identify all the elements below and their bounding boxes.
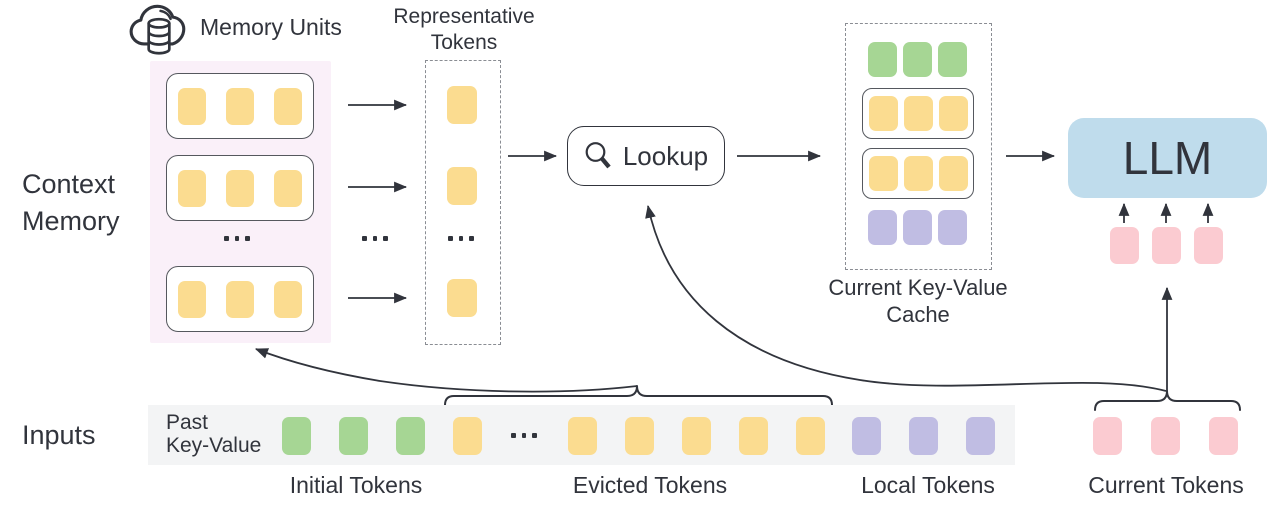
local-token (909, 417, 938, 455)
current-tokens-label: Current Tokens (1088, 472, 1244, 498)
cache-initial-token (903, 42, 932, 77)
ellipsis-dots-icon (511, 433, 537, 438)
current-token (1151, 417, 1180, 455)
cache-initial-token (868, 42, 897, 77)
ellipsis-dots-icon (362, 236, 388, 241)
memory-unit-token (226, 280, 254, 318)
memory-unit-token (274, 169, 302, 207)
evicted-token (625, 417, 654, 455)
initial-tokens-label: Initial Tokens (289, 472, 423, 498)
cache-row-retrieved-unit (862, 88, 974, 139)
memory-unit-token (274, 280, 302, 318)
current-kv-cache-label-line2: Cache (886, 302, 950, 327)
representative-tokens-label-line1: Representative (393, 5, 535, 28)
evicted-token (682, 417, 711, 455)
representative-tokens-box (425, 60, 501, 345)
memory-unit-token (178, 280, 206, 318)
cache-local-token (938, 210, 967, 245)
initial-token (282, 417, 311, 455)
evicted-tokens-group-right (568, 417, 825, 455)
initial-token (396, 417, 425, 455)
evicted-token (453, 417, 482, 455)
current-tokens-group (1093, 417, 1238, 455)
ellipsis-dots-icon (224, 236, 250, 241)
evicted-token (796, 417, 825, 455)
context-memory-label-line2: Memory (22, 206, 120, 236)
ellipsis-dots-icon (448, 236, 474, 241)
evicted-tokens-brace (444, 385, 833, 406)
representative-tokens-label: Representative Tokens (393, 4, 534, 56)
cache-initial-token (938, 42, 967, 77)
lookup-button: Lookup (567, 126, 725, 186)
representative-token (447, 86, 477, 124)
context-memory-label-line1: Context (22, 169, 116, 199)
memory-unit (166, 73, 314, 139)
cache-retrieved-token (903, 96, 933, 131)
memory-unit (166, 155, 314, 221)
memory-unit-token (274, 87, 302, 125)
past-key-value-label-line2: Key-Value (166, 434, 262, 457)
llm-input-token (1110, 227, 1139, 264)
current-token (1093, 417, 1122, 455)
representative-token-slot (447, 167, 477, 205)
memory-units-label: Memory Units (200, 14, 342, 40)
representative-token (447, 279, 477, 317)
cache-retrieved-token (903, 156, 933, 191)
cache-local-token (868, 210, 897, 245)
evicted-token (568, 417, 597, 455)
memory-unit-token (178, 87, 206, 125)
local-token (966, 417, 995, 455)
cache-retrieved-token (938, 96, 968, 131)
representative-token-slot (447, 279, 477, 317)
evicted-token (739, 417, 768, 455)
representative-token-slot (447, 86, 477, 124)
cache-retrieved-token (868, 156, 898, 191)
cache-retrieved-token (868, 96, 898, 131)
current-token (1209, 417, 1238, 455)
arrow-evicted-to-context-memory (254, 348, 638, 393)
memory-unit-token (178, 169, 206, 207)
cache-local-token (903, 210, 932, 245)
context-memory-label: Context Memory (22, 166, 120, 240)
memory-unit-token (226, 87, 254, 125)
lookup-label: Lookup (622, 140, 709, 171)
current-kv-cache-label: Current Key-Value Cache (828, 274, 1007, 328)
current-kv-cache-label-line1: Current Key-Value (828, 275, 1008, 300)
cache-retrieved-token (938, 156, 968, 191)
magnifier-icon (585, 141, 611, 168)
memory-unit-token (226, 169, 254, 207)
past-key-value-label-line1: Past (166, 411, 209, 434)
initial-tokens-group (282, 417, 425, 455)
llm-input-token (1152, 227, 1181, 264)
context-memory-box (150, 61, 331, 343)
cache-row-initial (868, 42, 967, 77)
llm-input-token (1194, 227, 1223, 264)
llm-box: LLM (1068, 118, 1267, 198)
llm-input-tokens (1110, 227, 1223, 264)
cache-row-local (868, 210, 967, 245)
cloud-database-icon (129, 4, 186, 55)
current-kv-cache-box (845, 23, 992, 270)
memory-unit (166, 266, 314, 332)
past-key-value-label: Past Key-Value (166, 411, 261, 457)
inputs-label: Inputs (22, 420, 96, 450)
current-tokens-brace (1094, 390, 1241, 411)
local-tokens-label: Local Tokens (861, 472, 995, 498)
evicted-tokens-group-left (453, 417, 482, 455)
representative-token (447, 167, 477, 205)
evicted-tokens-label: Evicted Tokens (572, 472, 728, 498)
local-token (852, 417, 881, 455)
local-tokens-group (852, 417, 995, 455)
cache-row-retrieved-unit (862, 148, 974, 199)
representative-tokens-label-line2: Tokens (430, 31, 498, 54)
initial-token (339, 417, 368, 455)
